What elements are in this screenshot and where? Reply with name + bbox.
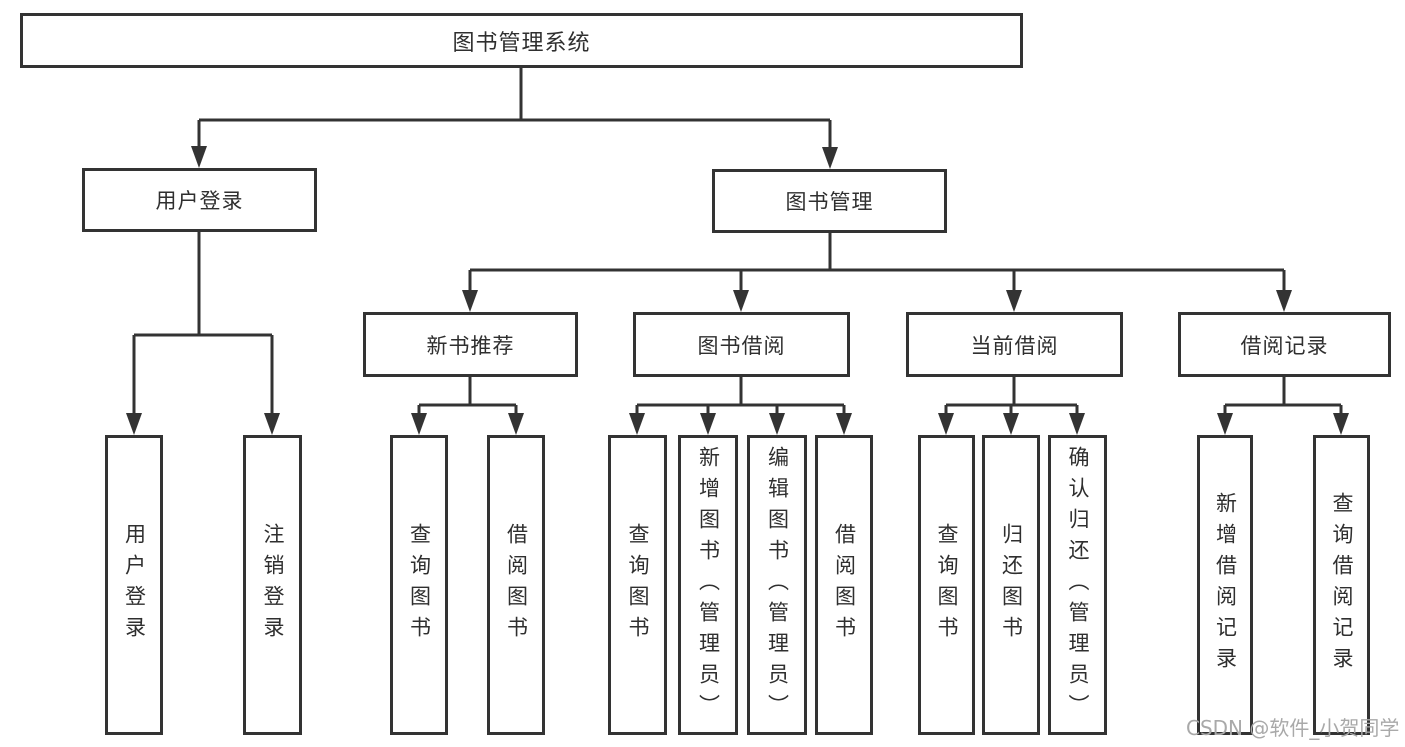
node-user-login: 用户登录 <box>82 168 317 232</box>
leaf-borrow-edit-books-admin-label: 编辑图书（管理员） <box>765 445 790 725</box>
node-borrow-records-label: 借阅记录 <box>1240 333 1329 358</box>
leaf-borrow-add-books-admin-label: 新增图书（管理员） <box>696 445 721 725</box>
leaf-user-login: 用户登录 <box>105 435 163 735</box>
leaf-current-confirm-return-admin: 确认归还（管理员） <box>1048 435 1107 735</box>
leaf-current-return-books: 归还图书 <box>982 435 1040 735</box>
leaf-borrow-query-books-label: 查询图书 <box>626 523 651 647</box>
leaf-records-query-record-label: 查询借阅记录 <box>1330 492 1355 678</box>
leaf-current-query-books-label: 查询图书 <box>935 523 960 647</box>
node-root-label: 图书管理系统 <box>452 30 591 56</box>
leaf-current-query-books: 查询图书 <box>918 435 975 735</box>
leaf-current-confirm-return-admin-label: 确认归还（管理员） <box>1066 445 1091 725</box>
leaf-records-add-record-label: 新增借阅记录 <box>1213 492 1238 678</box>
leaf-logout: 注销登录 <box>243 435 302 735</box>
leaf-borrow-borrow-books-label: 借阅图书 <box>832 523 857 647</box>
leaf-newbook-borrow-books-label: 借阅图书 <box>504 523 529 647</box>
node-borrow-records: 借阅记录 <box>1178 312 1391 377</box>
node-new-book-recommend: 新书推荐 <box>363 312 578 377</box>
node-new-book-recommend-label: 新书推荐 <box>426 333 515 358</box>
node-user-login-label: 用户登录 <box>155 189 244 213</box>
leaf-borrow-add-books-admin: 新增图书（管理员） <box>678 435 738 735</box>
leaf-newbook-query-books-label: 查询图书 <box>407 523 432 647</box>
leaf-borrow-query-books: 查询图书 <box>608 435 667 735</box>
node-book-management: 图书管理 <box>712 169 947 233</box>
leaf-borrow-edit-books-admin: 编辑图书（管理员） <box>747 435 807 735</box>
node-book-management-label: 图书管理 <box>785 190 874 214</box>
node-current-borrow: 当前借阅 <box>906 312 1123 377</box>
leaf-logout-label: 注销登录 <box>261 523 286 647</box>
leaf-newbook-borrow-books: 借阅图书 <box>487 435 545 735</box>
node-book-borrow-label: 图书借阅 <box>697 333 786 358</box>
node-book-borrow: 图书借阅 <box>633 312 850 377</box>
watermark: CSDN @软件_小贺同学 <box>1186 716 1400 740</box>
leaf-records-add-record: 新增借阅记录 <box>1197 435 1253 735</box>
node-current-borrow-label: 当前借阅 <box>970 333 1059 358</box>
leaf-user-login-label: 用户登录 <box>122 523 147 647</box>
leaf-current-return-books-label: 归还图书 <box>999 523 1024 647</box>
leaf-borrow-borrow-books: 借阅图书 <box>815 435 873 735</box>
node-root: 图书管理系统 <box>20 13 1023 68</box>
leaf-newbook-query-books: 查询图书 <box>390 435 448 735</box>
leaf-records-query-record: 查询借阅记录 <box>1313 435 1370 735</box>
